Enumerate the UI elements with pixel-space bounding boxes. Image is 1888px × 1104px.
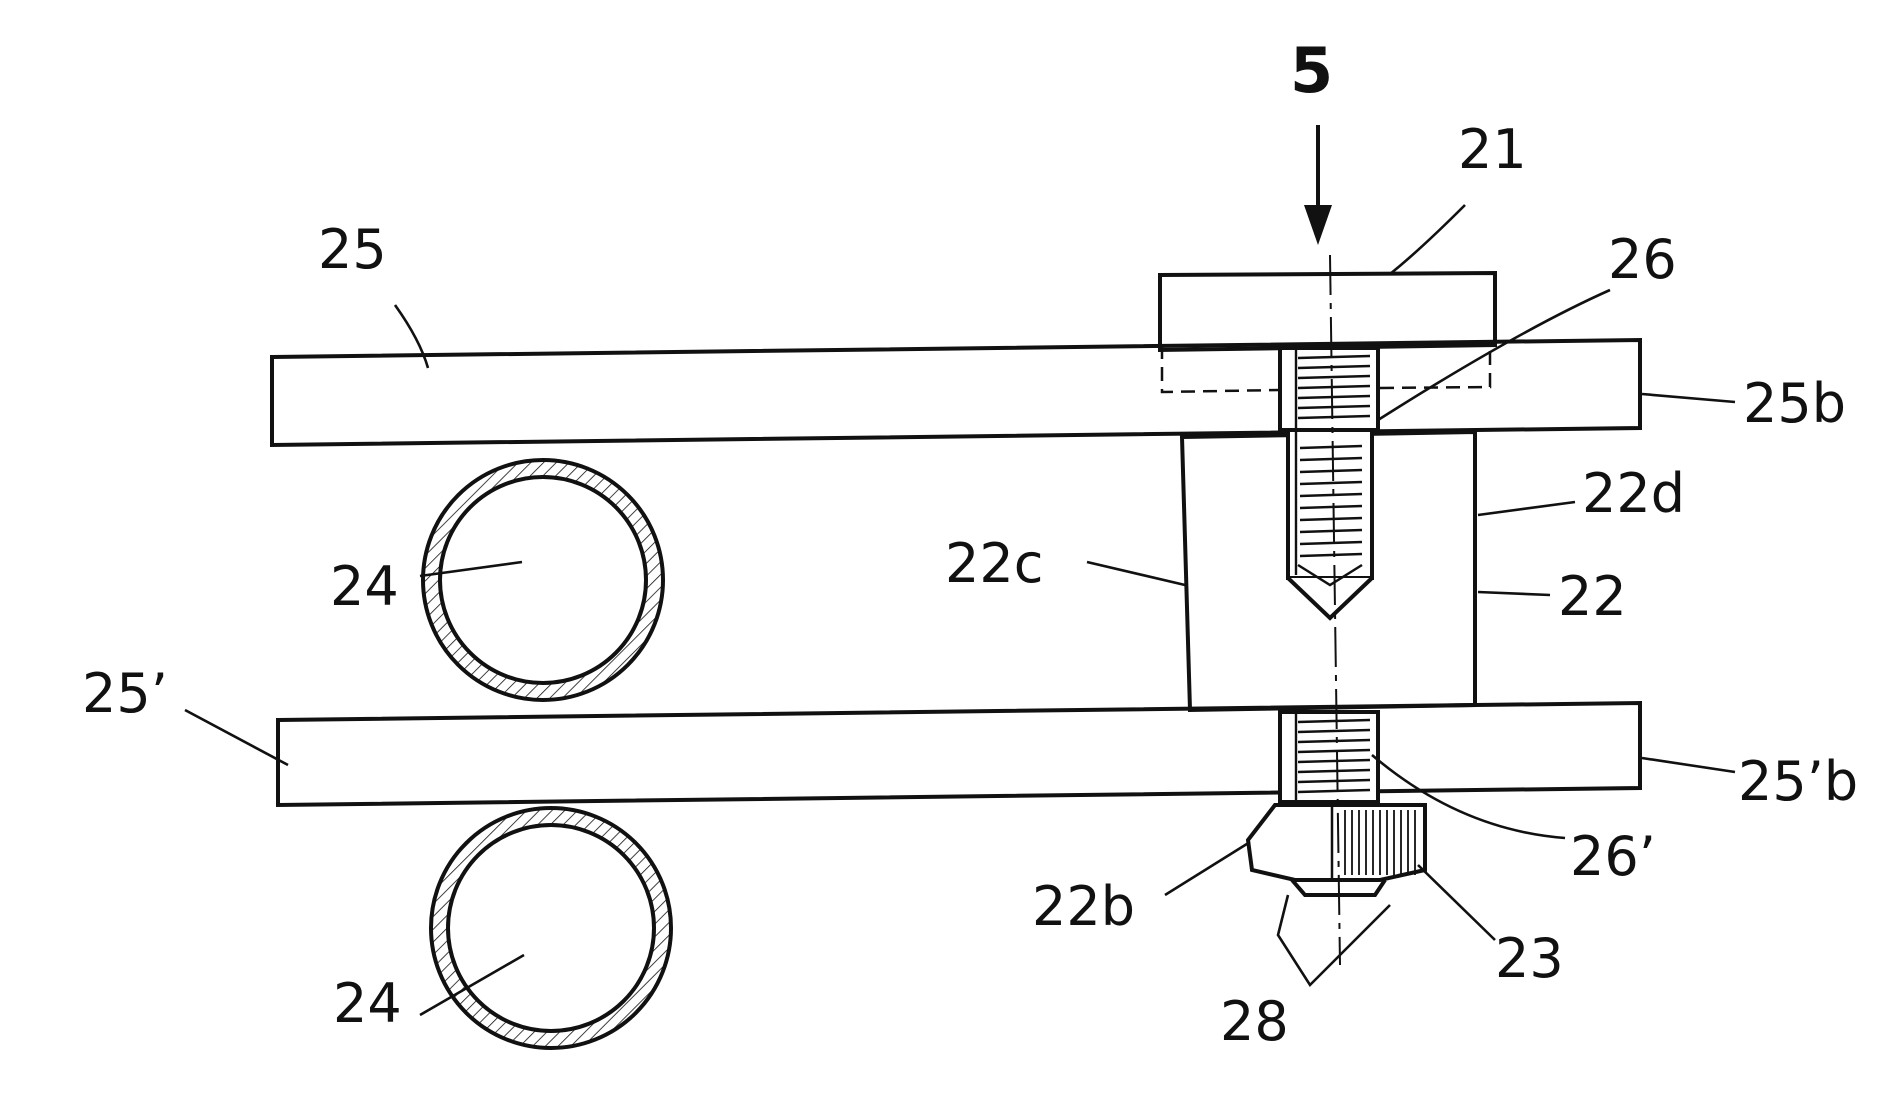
label-26: 26 xyxy=(1608,228,1677,291)
tube-24-top xyxy=(420,457,670,707)
upper-plate-25 xyxy=(272,340,1640,445)
lower-plate-25-prime xyxy=(278,703,1640,805)
label-view-5: 5 xyxy=(1290,34,1333,107)
view-arrow-5 xyxy=(1304,125,1332,245)
label-25-prime: 25’ xyxy=(82,662,168,725)
leader-lines xyxy=(185,205,1735,1015)
label-28: 28 xyxy=(1220,990,1289,1053)
label-24-bottom: 24 xyxy=(333,972,402,1035)
label-25-prime-b: 25’b xyxy=(1738,750,1858,813)
label-21: 21 xyxy=(1458,118,1527,181)
label-23: 23 xyxy=(1495,927,1564,990)
label-25: 25 xyxy=(318,218,387,281)
label-22b: 22b xyxy=(1032,875,1135,938)
tube-24-bottom xyxy=(428,805,678,1055)
threaded-screw-26-prime xyxy=(1280,712,1378,802)
label-24-top: 24 xyxy=(330,555,399,618)
label-26-prime: 26’ xyxy=(1570,825,1656,888)
clamp-block-21 xyxy=(1160,273,1495,350)
label-22d: 22d xyxy=(1582,462,1685,525)
label-22c: 22c xyxy=(945,532,1043,595)
nut-23 xyxy=(1248,805,1425,895)
threaded-screw-26 xyxy=(1280,348,1378,618)
label-25b: 25b xyxy=(1743,372,1846,435)
label-22: 22 xyxy=(1558,565,1627,628)
